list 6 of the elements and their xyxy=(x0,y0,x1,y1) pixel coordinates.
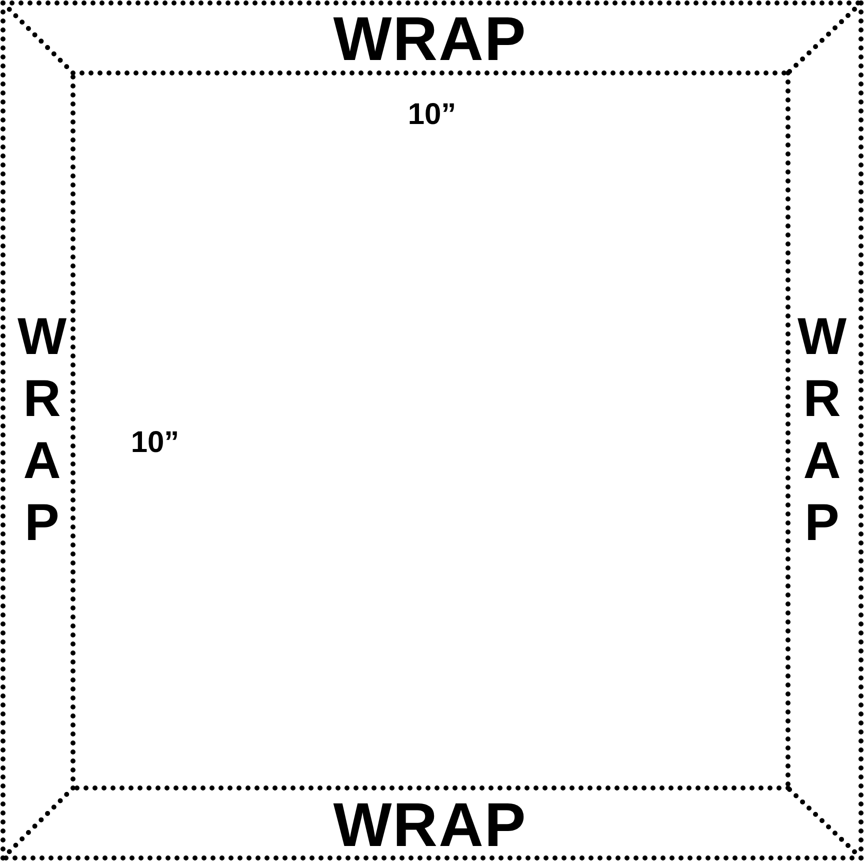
dimension-label: 10” xyxy=(130,428,180,458)
wrap-label: WRAP xyxy=(796,308,848,556)
wrap-label: WRAP xyxy=(333,795,527,857)
wrap-label: WRAP xyxy=(16,308,68,556)
wrap-label: WRAP xyxy=(333,9,527,71)
dimension-label: 10” xyxy=(408,100,456,130)
